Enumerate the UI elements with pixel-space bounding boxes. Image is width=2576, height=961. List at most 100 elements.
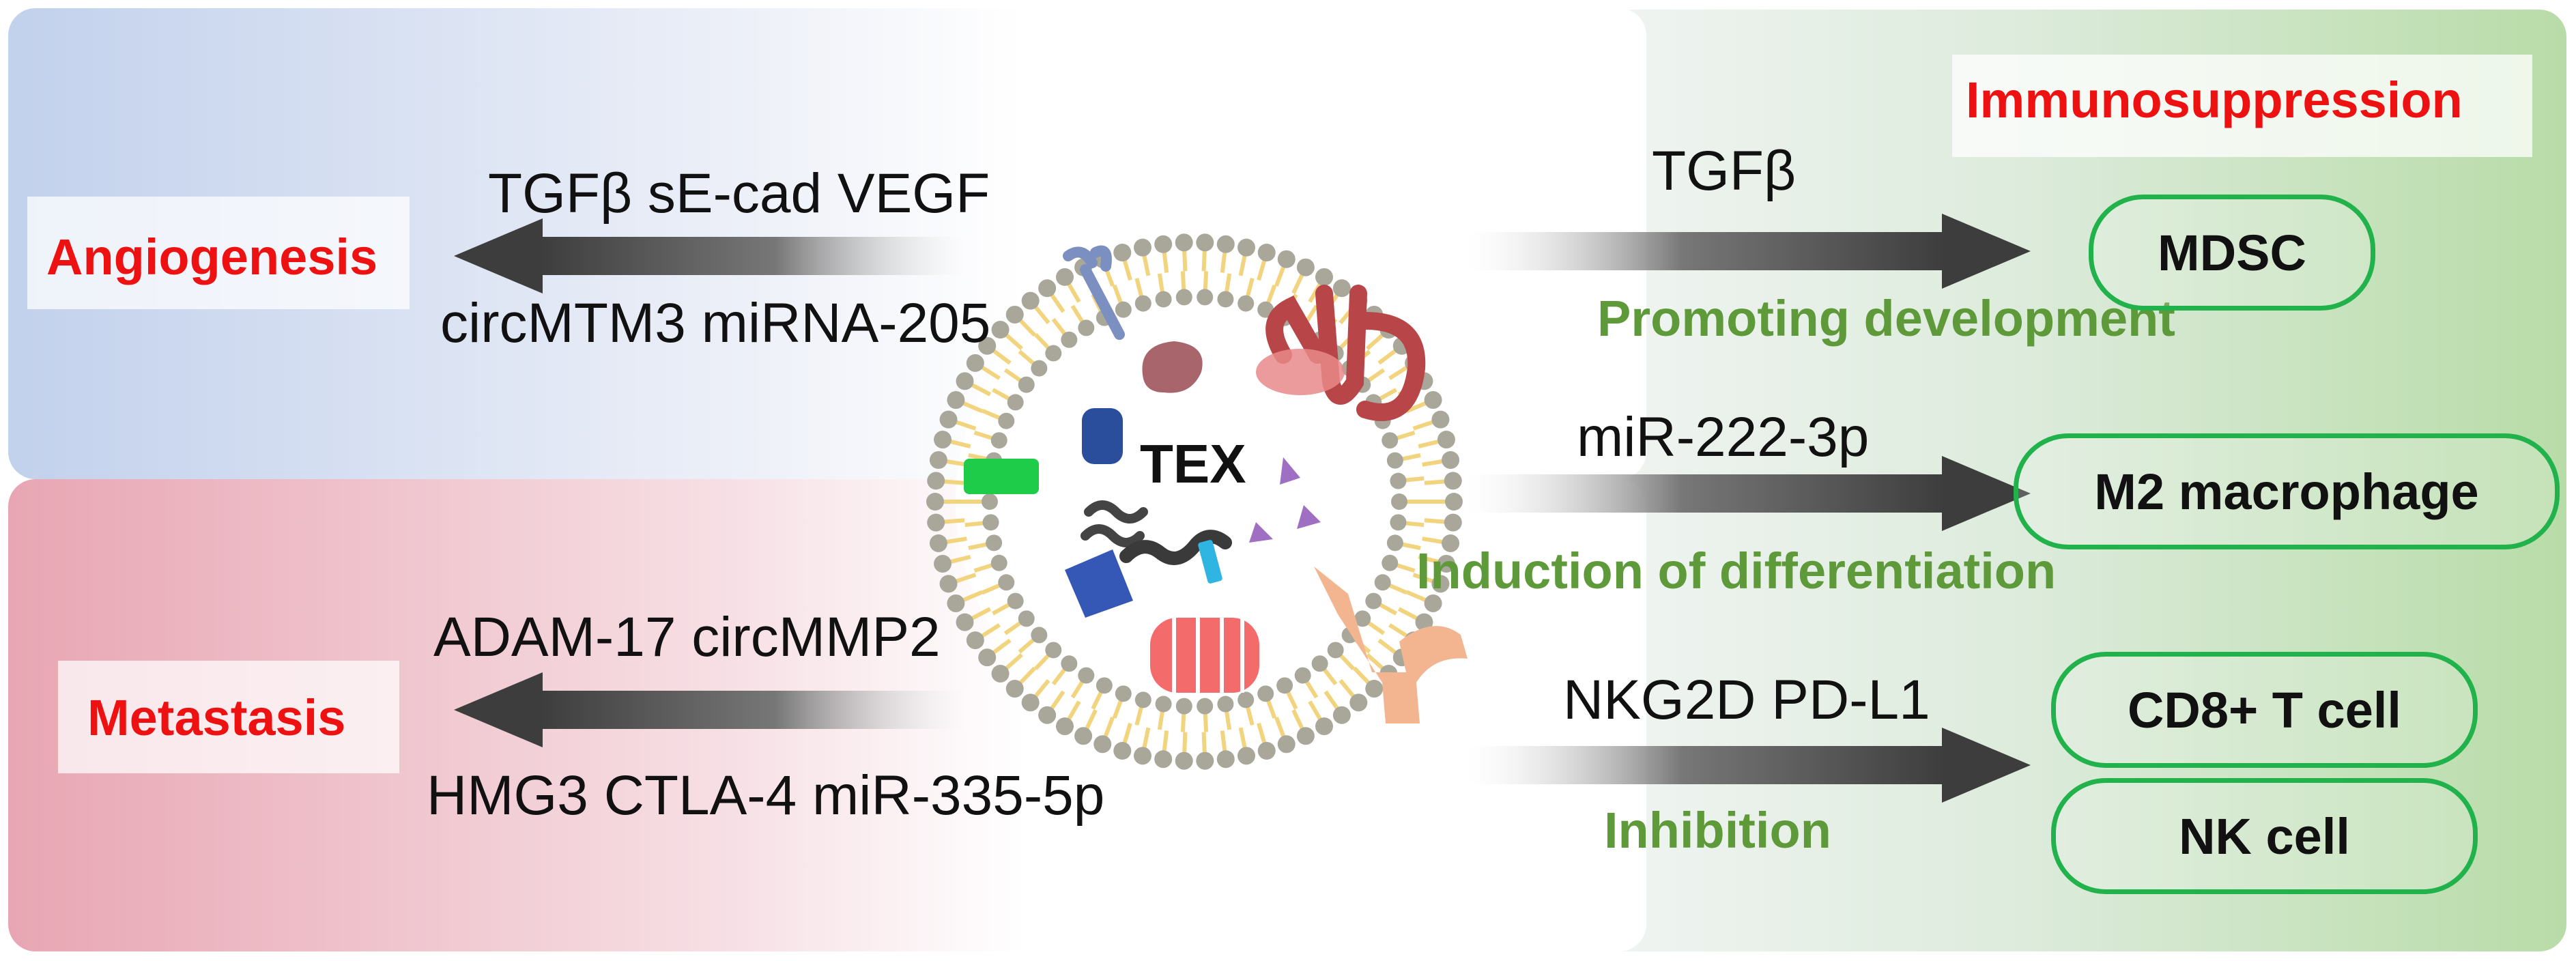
membrane-tail (949, 554, 971, 564)
membrane-tail (1049, 690, 1065, 711)
membrane-tail (1003, 368, 1023, 384)
membrane-tail (1304, 678, 1319, 699)
membrane-bead (1133, 238, 1151, 257)
membrane-tail (973, 430, 995, 441)
membrane-bead (1276, 677, 1293, 694)
membrane-bead (1445, 493, 1463, 511)
angiogenesis-arrow (454, 218, 969, 293)
membrane-tail (969, 382, 992, 397)
membrane-bead (956, 372, 974, 390)
membrane-tail (1238, 727, 1247, 750)
membrane-bead (1007, 394, 1024, 411)
membrane-tail (1377, 348, 1398, 365)
membrane-bead (1415, 613, 1433, 631)
membrane-tail (949, 439, 971, 449)
membrane-tail (1224, 273, 1232, 295)
membrane-tail (1265, 698, 1277, 719)
membrane-bead (1096, 677, 1113, 694)
membrane-bead (1154, 750, 1173, 769)
membrane-bead (1197, 698, 1214, 715)
membrane-tail (1003, 620, 1023, 635)
membrane-bead (1115, 301, 1132, 318)
membrane-tail (1112, 698, 1124, 719)
membrane-tail (1352, 666, 1371, 685)
purple-triangle-cargo-icon (1297, 505, 1321, 529)
membrane-tail (1405, 590, 1428, 603)
membrane-tail (1366, 332, 1385, 351)
membrane-tail (1418, 554, 1440, 564)
membrane-bead (1354, 610, 1371, 627)
membrane-tail (1201, 249, 1207, 272)
cd8-t-cell-label: CD8+ T cell (2127, 681, 2401, 738)
membrane-tail (969, 607, 992, 621)
membrane-tail (1388, 623, 1409, 639)
membrane-tail (945, 536, 967, 545)
membrane-bead (927, 513, 945, 532)
membrane-tail (1051, 317, 1068, 337)
membrane-bead (982, 514, 999, 531)
membrane-tail (1412, 419, 1435, 431)
membrane-tail (1162, 730, 1169, 753)
membrane-tail (1238, 253, 1247, 276)
membrane-bead (982, 493, 998, 510)
membrane-bead (1332, 706, 1351, 724)
membrane-bead (1175, 751, 1193, 770)
membrane-bead (1382, 554, 1399, 571)
membrane-tail (1245, 278, 1255, 299)
membrane-bead (1197, 289, 1214, 306)
dna-barrel-cargo-icon (1082, 408, 1123, 464)
membrane-tail (1424, 479, 1447, 485)
membrane-bead (1257, 244, 1276, 262)
macrophage-effect: Induction of differentiation (1416, 543, 2057, 599)
membrane-bead (1133, 747, 1151, 765)
membrane-tail (1394, 430, 1416, 441)
membrane-bead (1216, 750, 1235, 769)
membrane-tail (945, 459, 967, 467)
membrane-bead (966, 354, 984, 372)
membrane-bead (1315, 268, 1333, 286)
membrane-tail (1405, 401, 1428, 414)
membrane-bead (1431, 410, 1450, 429)
membrane-tail (991, 638, 1012, 655)
membrane-bead (1007, 592, 1024, 609)
rna-strand-cargo-icon (1081, 500, 1232, 565)
membrane-bead (1442, 451, 1460, 470)
pink-membrane-protein (1256, 349, 1345, 395)
membrane-bead (1056, 268, 1074, 286)
purple-triangle-cargo-icon (1249, 522, 1273, 543)
membrane-bead (947, 391, 965, 410)
membrane-bead (1175, 233, 1193, 252)
membrane-tail (1245, 704, 1255, 726)
membrane-bead (1078, 319, 1095, 336)
membrane-tail (982, 582, 1003, 595)
membrane-tail (1403, 476, 1425, 483)
membrane-bead (939, 410, 958, 429)
membrane-bead (1386, 452, 1403, 469)
membrane-bead (1424, 594, 1442, 612)
immunosuppression-heading: Immunosuppression (1966, 72, 2463, 128)
membrane-bead (1038, 706, 1057, 724)
membrane-bead (998, 412, 1015, 429)
membrane-bead (1444, 513, 1462, 532)
membrane-tail (1400, 453, 1421, 461)
macrophage-arrow (1468, 456, 2031, 531)
membrane-bead (1061, 655, 1078, 672)
membrane-tail (1412, 573, 1435, 584)
membrane-tail (1142, 253, 1151, 276)
membrane-bead (1437, 554, 1455, 573)
membrane-bead (947, 594, 965, 612)
membrane-tail (992, 388, 1012, 402)
inhibition-molecules: NKG2D PD-L1 (1563, 669, 1930, 731)
red-channel-protein-icon (1150, 618, 1259, 693)
angiogenesis-label: Angiogenesis (46, 229, 378, 285)
macrophage-molecule: miR-222-3p (1577, 406, 1870, 468)
mdsc-molecule: TGFβ (1652, 140, 1797, 202)
purple-triangle-cargo-icon (1280, 457, 1300, 485)
membrane-tail (979, 623, 1001, 639)
membrane-tail (1018, 666, 1037, 685)
membrane-tail (1134, 278, 1144, 299)
membrane-bead (1332, 279, 1351, 298)
membrane-tail (1033, 332, 1051, 351)
membrane-bead (991, 321, 1010, 339)
membrane-bead (990, 432, 1007, 449)
